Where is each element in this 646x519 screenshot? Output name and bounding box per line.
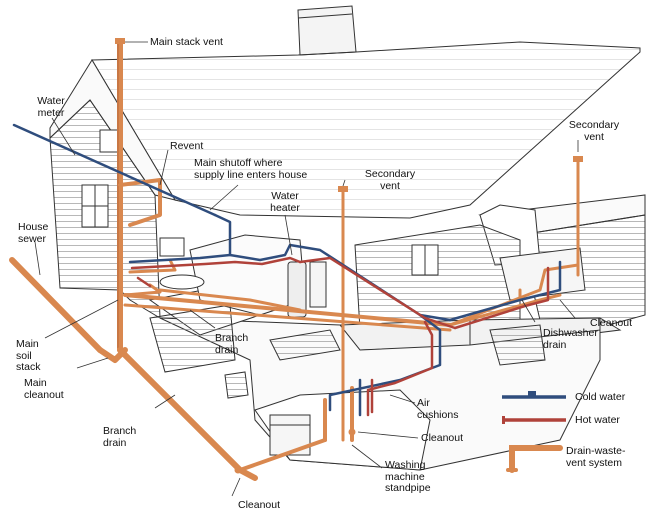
main-roof [91,41,641,219]
sink [159,237,185,257]
label-main-stack-vent: Main stack vent [150,36,223,48]
label-water-meter: Water meter [37,95,65,119]
leader-lines [34,41,579,497]
main-drain-horizontal [123,293,452,327]
left-deck [149,304,236,373]
chimney [297,5,357,56]
hot-water-pipes [130,256,550,417]
legend-hot-water: Hot water [575,414,620,426]
bathtub [159,274,205,290]
house-structure [49,5,646,471]
basement-stairs [489,324,546,366]
label-main-shutoff: Main shutoff where supply line enters ho… [194,157,308,181]
label-revent: Revent [170,140,204,152]
legend-drain-waste-vent: Drain-waste- vent system [566,445,626,469]
hot-water-icon [502,416,566,424]
cold-water-icon [502,391,566,399]
drain-waste-vent-pipes [9,38,583,481]
label-branch-drain-left: Branch drain [103,425,137,449]
left-steps [224,371,249,399]
label-main-cleanout: Main cleanout [24,377,64,401]
label-branch-drain-center: Branch drain [215,332,249,356]
branch-drain-pipe [117,347,243,473]
label-air-cushions: Air cushions [417,397,459,421]
drain-waste-vent-icon [506,445,563,473]
legend-cold-water: Cold water [575,391,626,403]
stairs [269,329,341,361]
cleanout-bottom-marker [234,466,242,474]
label-secondary-vent-right: Secondary vent [568,119,620,143]
house-sewer-pipe [9,257,103,353]
label-cleanout-mid: Cleanout [421,432,464,444]
label-secondary-vent-center: Secondary vent [364,168,416,192]
label-washing-machine-standpipe: Washing machine standpipe [385,459,431,494]
label-cleanout-right: Cleanout [590,317,633,329]
label-main-soil-stack: Main soil stack [16,338,41,373]
legend-icons [502,391,566,473]
label-cleanout-bottom: Cleanout [238,499,281,511]
label-house-sewer: House sewer [18,221,49,245]
label-dishwasher-drain: Dishwasher drain [543,327,598,351]
supply-line [12,123,217,217]
label-water-heater: Water heater [270,190,300,214]
